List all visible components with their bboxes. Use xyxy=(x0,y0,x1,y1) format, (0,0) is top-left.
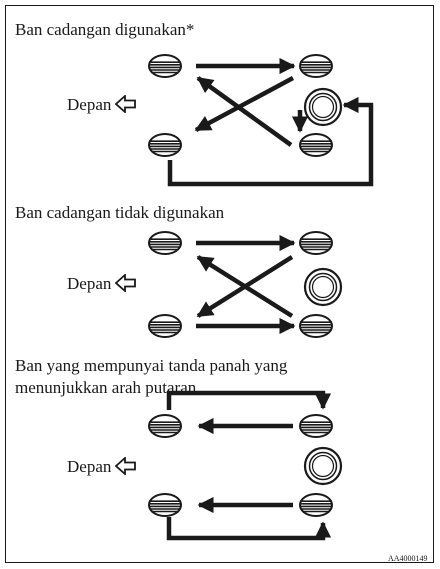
tire-icon xyxy=(148,314,182,338)
hollow-left-arrow-icon xyxy=(115,457,137,475)
tire-icon xyxy=(148,231,182,255)
hollow-left-arrow-icon xyxy=(115,274,137,292)
arrow-rear-left-loop-to-spare xyxy=(167,96,374,187)
section-2-front-label: Depan xyxy=(67,274,137,294)
section-3-heading-line-1: Ban yang mempunyai tanda panah yang xyxy=(15,356,288,375)
tire-icon xyxy=(299,231,333,255)
section-3-heading-line-2: menunjukkan arah putaran xyxy=(15,378,197,397)
section-2-arrows xyxy=(196,234,296,335)
section-1-diagram xyxy=(148,54,374,187)
tire-icon xyxy=(148,54,182,78)
section-1-arrows xyxy=(167,57,374,187)
arrow-rear-right-to-front-left xyxy=(196,76,293,147)
section-1-heading: Ban cadangan digunakan* xyxy=(15,20,195,39)
arrow-front-right-to-rear-left xyxy=(194,76,295,132)
section-3-front-label: Depan xyxy=(67,457,137,477)
spare-wheel-icon xyxy=(303,446,343,486)
figure-frame xyxy=(5,5,434,563)
tire-icon xyxy=(148,133,182,157)
figure-code: AA4000149 xyxy=(388,554,428,563)
tire-icon xyxy=(299,133,333,157)
arrow-front-left-over-top-to-front-right xyxy=(166,390,332,410)
arrow-front-right-to-rear-left xyxy=(196,255,294,318)
tire-icon xyxy=(299,54,333,78)
spare-wheel-icon xyxy=(303,87,343,127)
arrow-rear-left-under-bottom-to-rear-right xyxy=(166,517,332,541)
section-3-diagram xyxy=(148,390,343,541)
tire-icon xyxy=(299,493,333,517)
tire-icon xyxy=(299,414,333,438)
hollow-left-arrow-icon xyxy=(115,95,137,113)
section-2-heading: Ban cadangan tidak digunakan xyxy=(15,203,225,222)
spare-wheel-icon xyxy=(303,267,343,307)
section-2-diagram xyxy=(148,231,343,338)
section-3-arrows xyxy=(166,390,332,541)
tire-icon xyxy=(299,314,333,338)
section-1-front-label: Depan xyxy=(67,95,137,115)
tire-icon xyxy=(148,414,182,438)
tire-icon xyxy=(148,493,182,517)
